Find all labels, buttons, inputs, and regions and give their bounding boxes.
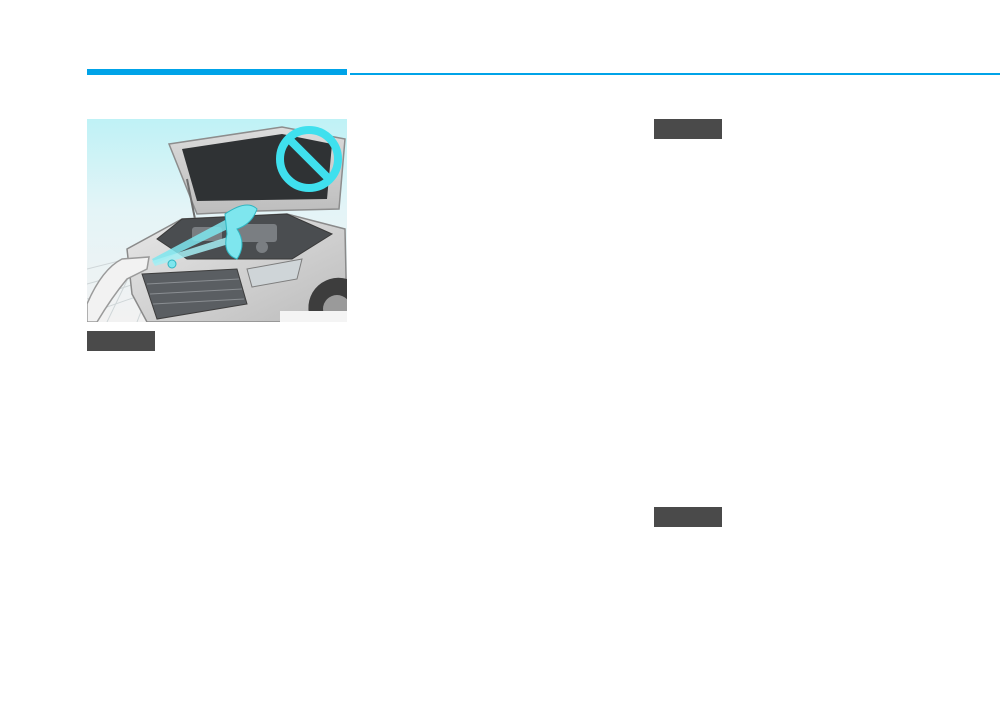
- prohibition-icon: [276, 126, 342, 192]
- section-tag: [654, 119, 722, 139]
- figure-code-tag: [87, 331, 155, 351]
- hand-with-nozzle: [87, 256, 150, 322]
- engine-wash-prohibited-illustration: [87, 119, 347, 322]
- header-rule: [350, 73, 1000, 75]
- section-tag: [654, 507, 722, 527]
- header-accent-bar: [87, 69, 347, 75]
- front-grille: [141, 268, 248, 320]
- water-spray: [152, 204, 258, 269]
